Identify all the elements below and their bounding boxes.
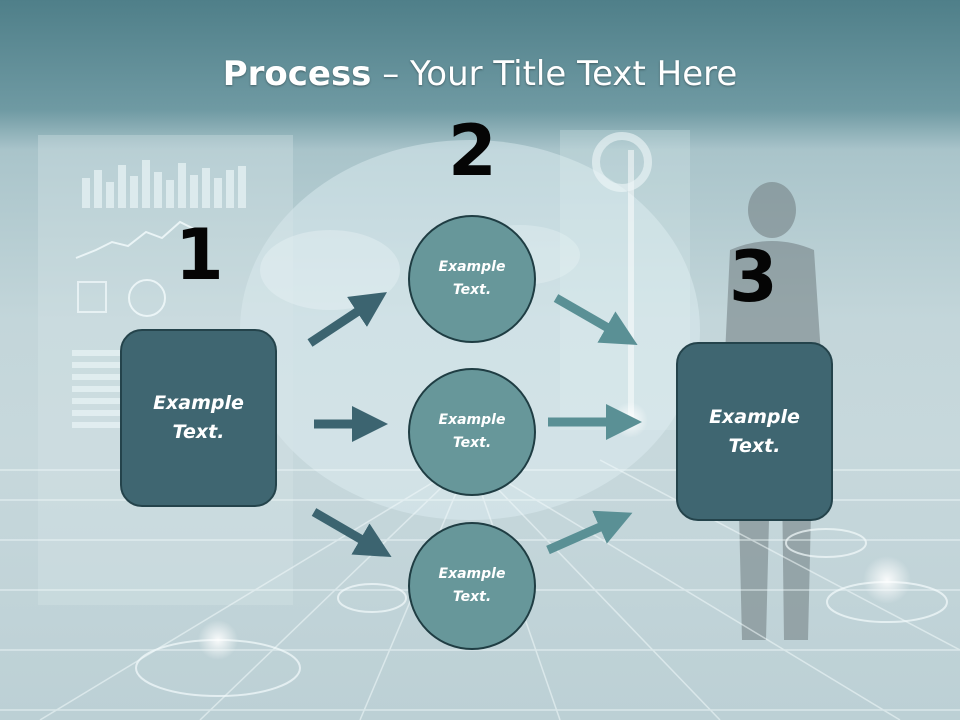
- step-number-2: 2: [448, 110, 497, 192]
- circle-middle-label: Example Text.: [438, 412, 506, 451]
- circle-middle: Example Text.: [408, 368, 536, 496]
- circle-top-label: Example Text.: [438, 259, 506, 298]
- arrow-down-left: [311, 508, 392, 558]
- step-number-3: 3: [729, 236, 778, 318]
- title-bold: Process: [222, 54, 372, 94]
- arrow-up-left: [307, 292, 388, 347]
- circle-top: Example Text.: [408, 215, 536, 343]
- step-number-1: 1: [175, 214, 224, 296]
- step-3-label: Example Text.: [709, 405, 800, 457]
- arrow-down-right: [553, 294, 638, 345]
- circle-bottom-label: Example Text.: [438, 566, 506, 605]
- step-1-box: Example Text.: [120, 329, 277, 507]
- slide-title: Process – Your Title Text Here: [0, 52, 960, 96]
- title-rest: – Your Title Text Here: [371, 54, 738, 94]
- arrow-up-right: [546, 510, 633, 555]
- step-3-box: Example Text.: [676, 342, 833, 521]
- circle-bottom: Example Text.: [408, 522, 536, 650]
- step-1-label: Example Text.: [153, 392, 244, 443]
